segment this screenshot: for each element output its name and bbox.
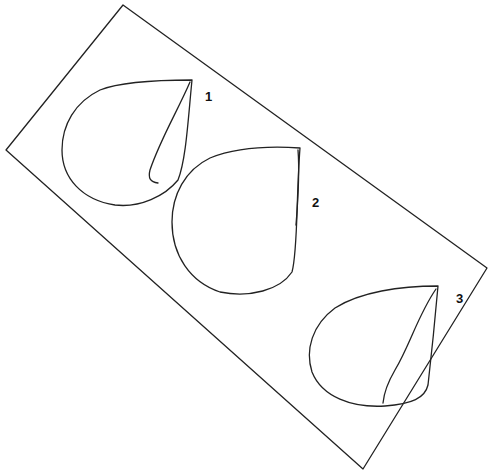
- flake-outline: [62, 80, 192, 205]
- flake-facet: [383, 289, 436, 403]
- flake-facet: [149, 82, 190, 183]
- callout-number: 2: [312, 196, 319, 209]
- callout-number: 1: [205, 90, 212, 103]
- flake-facet: [296, 150, 299, 225]
- flake-outline: [172, 147, 300, 294]
- mount-frame: [6, 5, 487, 469]
- flake-outline: [309, 286, 438, 406]
- callout-number: 3: [456, 292, 463, 305]
